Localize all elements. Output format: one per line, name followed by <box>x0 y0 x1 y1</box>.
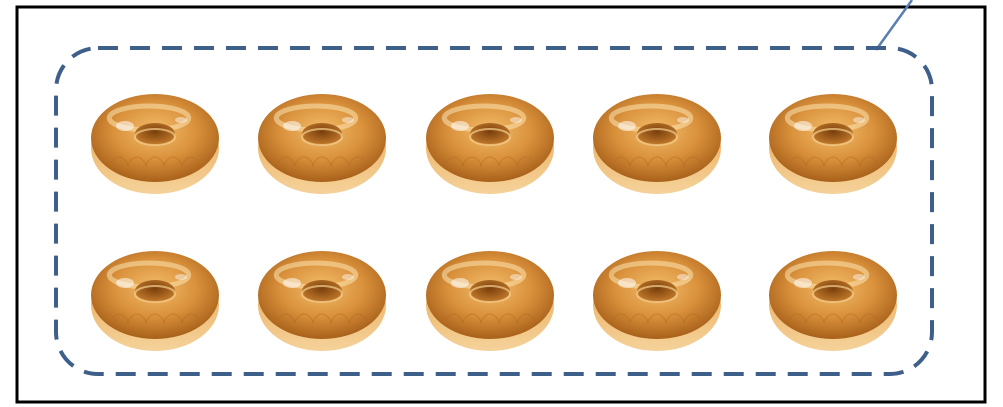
donut-icon <box>91 251 219 351</box>
donut-icon <box>426 94 554 194</box>
donut-icon <box>426 251 554 351</box>
donut-array <box>91 94 897 351</box>
donut-icon <box>593 251 721 351</box>
donut-icon <box>769 251 897 351</box>
donut-icon <box>593 94 721 194</box>
donut-icon <box>769 94 897 194</box>
donut-icon <box>258 251 386 351</box>
donut-icon <box>258 94 386 194</box>
donut-icon <box>91 94 219 194</box>
